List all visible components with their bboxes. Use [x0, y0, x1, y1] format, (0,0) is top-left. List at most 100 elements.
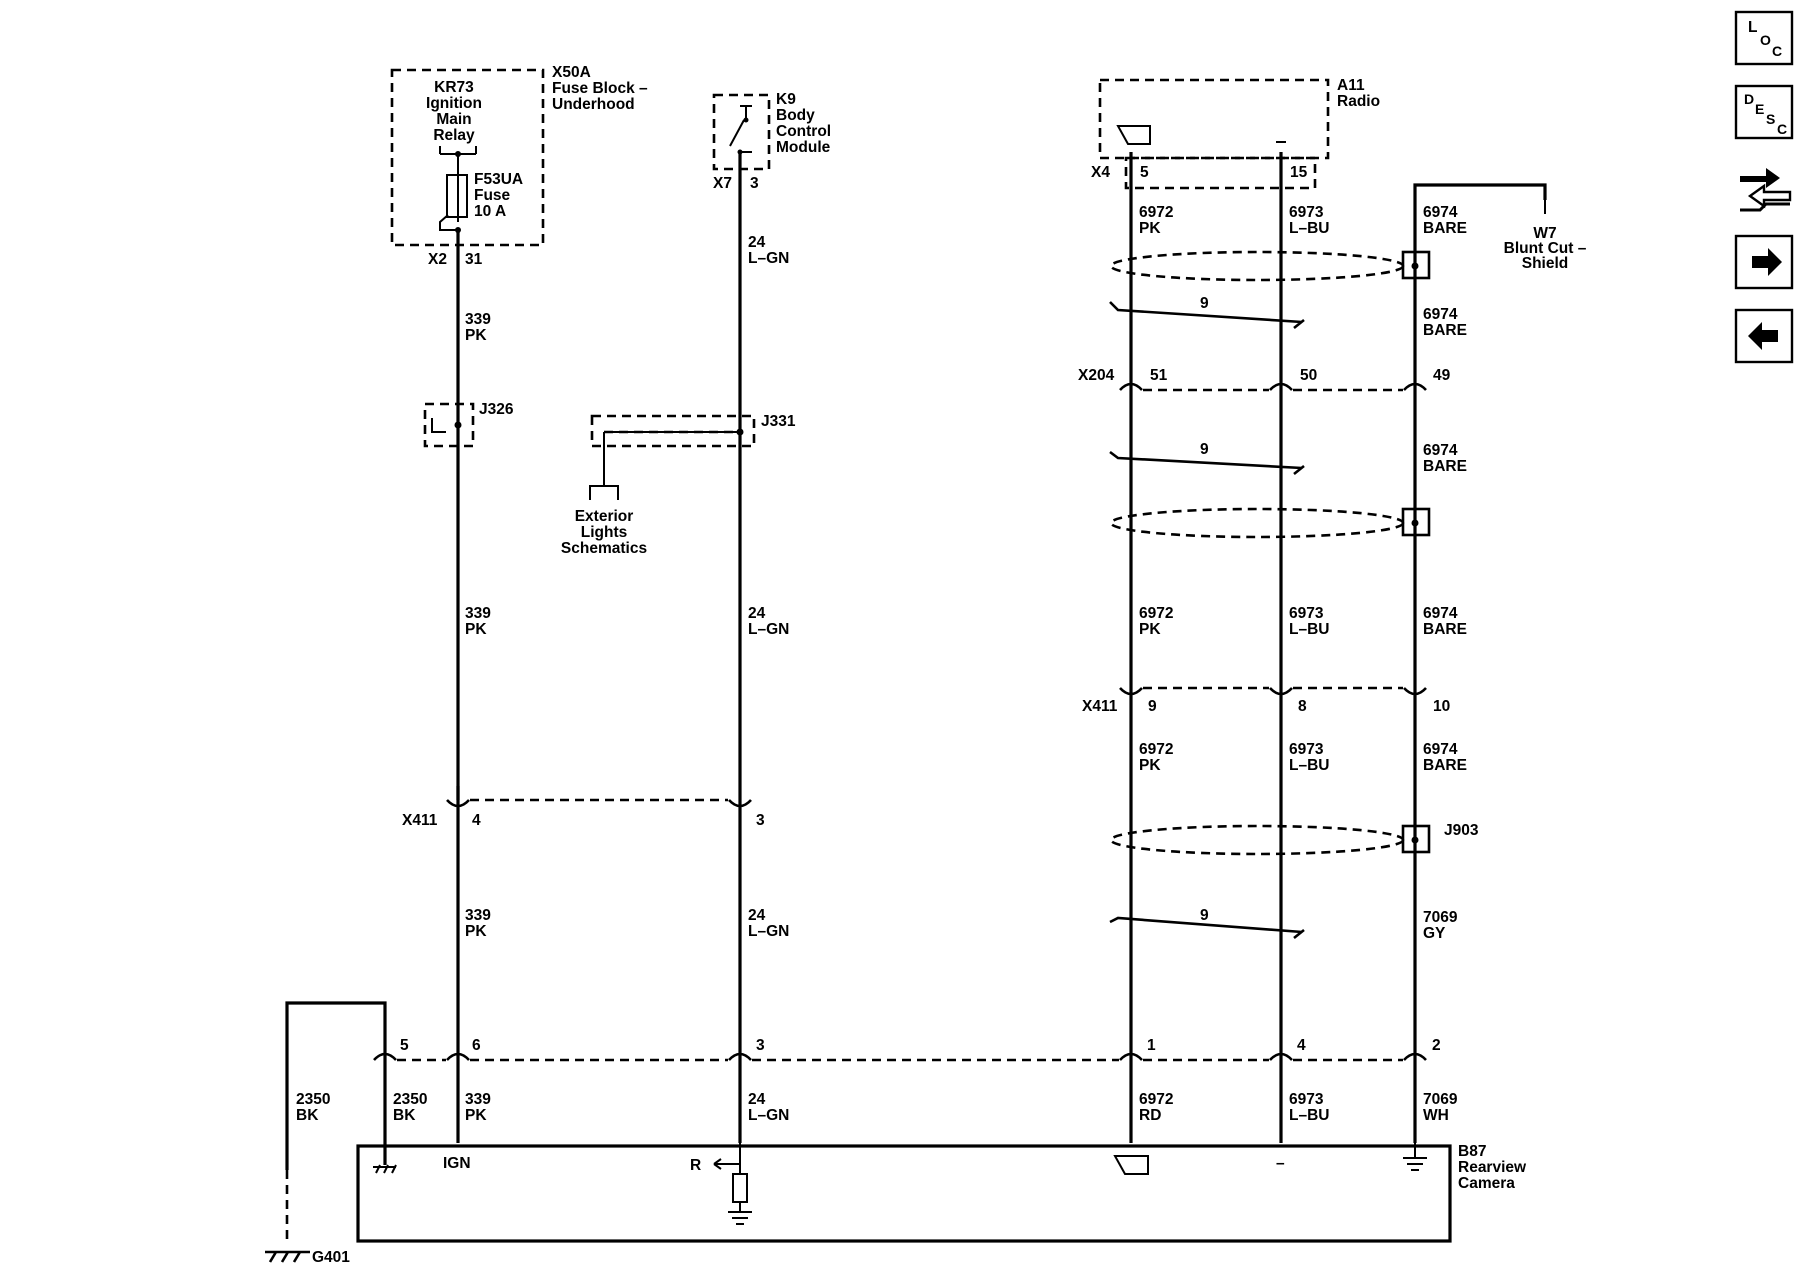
exterior-lights-line3: Schematics [561, 540, 647, 557]
arrow-left-icon [1748, 322, 1778, 350]
twist-count-3: 9 [1200, 907, 1209, 924]
wire-6974-color-4: BARE [1423, 621, 1467, 638]
desc-d: D [1744, 91, 1754, 107]
wire-2350-color-2: BK [393, 1107, 416, 1124]
fuse-terminal-icon [439, 214, 458, 231]
f53ua-id: F53UA [474, 171, 523, 188]
next-page-button[interactable] [1734, 234, 1794, 290]
shield-drain-icon-1 [1401, 250, 1431, 280]
wire-6973-color-1: L–BU [1289, 220, 1329, 237]
wire-2350 [285, 1001, 387, 1170]
previous-page-button[interactable] [1734, 308, 1794, 364]
wire-6974-color-3: BARE [1423, 458, 1467, 475]
camera-pin-5: 5 [400, 1037, 409, 1054]
k9-id: K9 [776, 91, 796, 108]
x411-right-name: X411 [1082, 698, 1118, 715]
f53ua-line2: Fuse [474, 187, 511, 204]
wire-6974-color-1: BARE [1423, 220, 1467, 237]
wire-24-color-1: L–GN [748, 250, 789, 267]
j326-label: J326 [479, 401, 514, 418]
connector-arrow-icon [1740, 168, 1780, 188]
w7-line1: Blunt Cut – [1504, 240, 1587, 257]
k9-line3: Module [776, 139, 831, 156]
x50a-pin: 31 [465, 251, 483, 268]
wire-6973-circuit-4: 6973 [1289, 1091, 1324, 1108]
wire-6974-color-5: BARE [1423, 757, 1467, 774]
wire-339-color-1: PK [465, 327, 487, 344]
x50a-name-1: Fuse Block – [552, 80, 648, 97]
wire-339-color-2: PK [465, 621, 487, 638]
k9-line2: Control [776, 123, 831, 140]
a11-connector: X4 [1091, 164, 1110, 181]
wire-6972-circuit-1: 6972 [1139, 204, 1173, 221]
wire-2350-color-1: BK [296, 1107, 319, 1124]
a11-id: A11 [1337, 77, 1365, 94]
desc-e: E [1755, 101, 1764, 117]
kr73-line3: Main [436, 111, 471, 128]
resistor-arrow-icon [713, 1158, 740, 1170]
j903-label: J903 [1444, 822, 1479, 839]
b87-line1: Rearview [1458, 1159, 1527, 1176]
wire-7069-circuit-1: 7069 [1423, 909, 1458, 926]
wire-6973-color-3: L–BU [1289, 757, 1329, 774]
k9-connector: X7 [713, 175, 732, 192]
kr73-line2: Ignition [426, 95, 482, 112]
wire-6974-circuit-3: 6974 [1423, 442, 1458, 459]
twist-marker-1 [1109, 301, 1305, 330]
wire-339-color-4: PK [465, 1107, 487, 1124]
camera-pin-3: 3 [756, 1037, 765, 1054]
wire-6972-color-3: PK [1139, 757, 1161, 774]
x411-left-pin-3: 3 [756, 812, 765, 829]
b87-r: R [690, 1157, 701, 1174]
f53ua-line3: 10 A [474, 203, 506, 220]
wire-6973-color-2: L–BU [1289, 621, 1329, 638]
k9-line1: Body [776, 107, 815, 124]
arrow-right-icon [1752, 248, 1782, 276]
camera-pin-6: 6 [472, 1037, 481, 1054]
connector-link-button[interactable] [1740, 168, 1792, 212]
wire-6974-circuit-1: 6974 [1423, 204, 1458, 221]
wire-24-color-3: L–GN [748, 923, 789, 940]
x204-pin-50: 50 [1300, 367, 1317, 384]
wire-6974-circuit-2: 6974 [1423, 306, 1458, 323]
wire-6973-circuit-2: 6973 [1289, 605, 1324, 622]
video-signal-icon [1116, 125, 1151, 145]
a11-pin-15: 15 [1290, 164, 1308, 181]
wire-24-circuit-3: 24 [748, 907, 766, 924]
relay-node-icon [455, 151, 461, 157]
wire-6974-circuit-5: 6974 [1423, 741, 1458, 758]
description-button[interactable]: D E S C [1734, 84, 1794, 140]
w7-line2: Shield [1522, 255, 1569, 272]
w7-blunt-cut-shield: W7 Blunt Cut – Shield [1504, 200, 1587, 272]
x50a-connector: X2 [428, 251, 447, 268]
g401-label: G401 [312, 1249, 350, 1266]
signal-ground-icon-1 [728, 1202, 752, 1225]
x411-right-connector: X411 9 8 10 [1082, 686, 1450, 715]
wire-6973-circuit-3: 6973 [1289, 741, 1324, 758]
b87-id: B87 [1458, 1143, 1486, 1160]
x411-left-name: X411 [402, 812, 438, 829]
shield-ellipse-1 [1109, 250, 1405, 282]
wire-24-color-2: L–GN [748, 621, 789, 638]
exterior-lights-line2[interactable]: Lights [581, 524, 628, 541]
camera-pin-4: 4 [1297, 1037, 1306, 1054]
twist-marker-3 [1109, 916, 1305, 940]
location-button[interactable]: L O C [1734, 10, 1794, 66]
wire-339-circuit-2: 339 [465, 605, 491, 622]
wire-6972-color-2: PK [1139, 621, 1161, 638]
wire-6973-color-4: L–BU [1289, 1107, 1329, 1124]
signal-ground-icon-2 [1403, 1143, 1427, 1171]
wrench-icon [1740, 202, 1790, 212]
wire-6974-color-2: BARE [1423, 322, 1467, 339]
x204-connector: X204 51 50 49 [1078, 367, 1451, 392]
relay-contact-icon [439, 146, 477, 170]
wire-6972-circuit-3: 6972 [1139, 741, 1173, 758]
x411-right-pin-10: 10 [1433, 698, 1450, 715]
video-signal-icon-camera [1113, 1155, 1149, 1175]
wire-24-circuit-2: 24 [748, 605, 766, 622]
loc-l: L [1748, 19, 1757, 36]
x411-right-pin-8: 8 [1298, 698, 1307, 715]
x411-left-pin-4: 4 [472, 812, 481, 829]
desc-s: S [1766, 111, 1775, 127]
camera-pin-2: 2 [1432, 1037, 1441, 1054]
